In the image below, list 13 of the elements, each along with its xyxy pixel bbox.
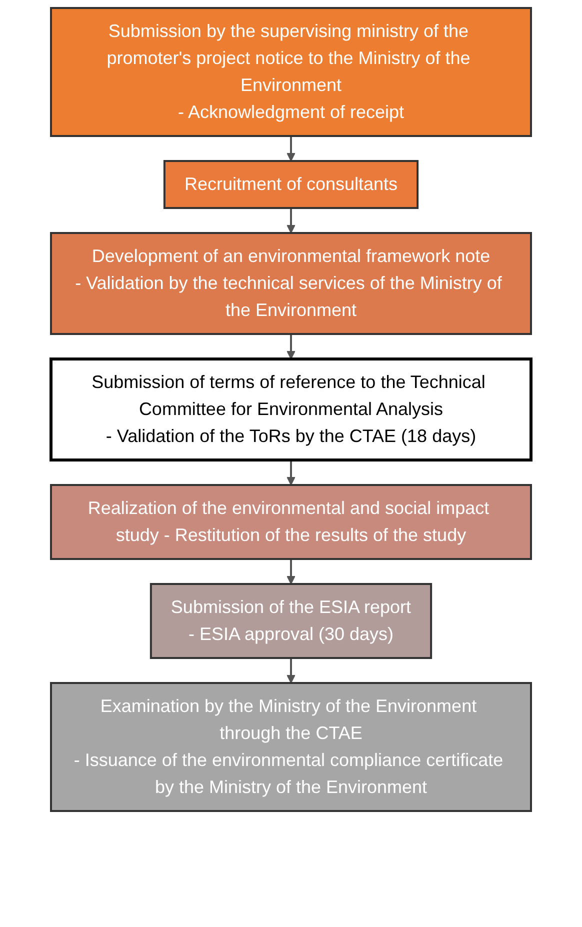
arrow — [286, 208, 296, 234]
arrow — [286, 136, 296, 162]
node-box: Examination by the Ministry of the Environment through the CTAE - Issuance of the environmental compliance certificate by the Ministry of the Environment — [50, 682, 532, 812]
node-box: Recruitment of consultants — [163, 160, 419, 209]
arrow — [286, 460, 296, 486]
arrow — [286, 334, 296, 360]
arrow — [286, 559, 296, 584]
node-box: Submission of terms of reference to the Technical Committee for Environmental Analysis - Validation of the ToRs by the CTAE (18 days) — [50, 358, 532, 462]
node-box: Development of an environmental framework note - Validation by the technical services of the Ministry of the Environment — [50, 232, 532, 335]
node-box: Submission of the ESIA report - ESIA approval (30 days) — [150, 583, 432, 659]
node-box: Realization of the environmental and social impact study - Restitution of the results of the study — [50, 484, 532, 560]
node-box: Submission by the supervising ministry of the promoter's project notice to the Ministry of the Environment - Acknowledgment of receipt — [50, 7, 532, 137]
arrow — [286, 658, 296, 684]
